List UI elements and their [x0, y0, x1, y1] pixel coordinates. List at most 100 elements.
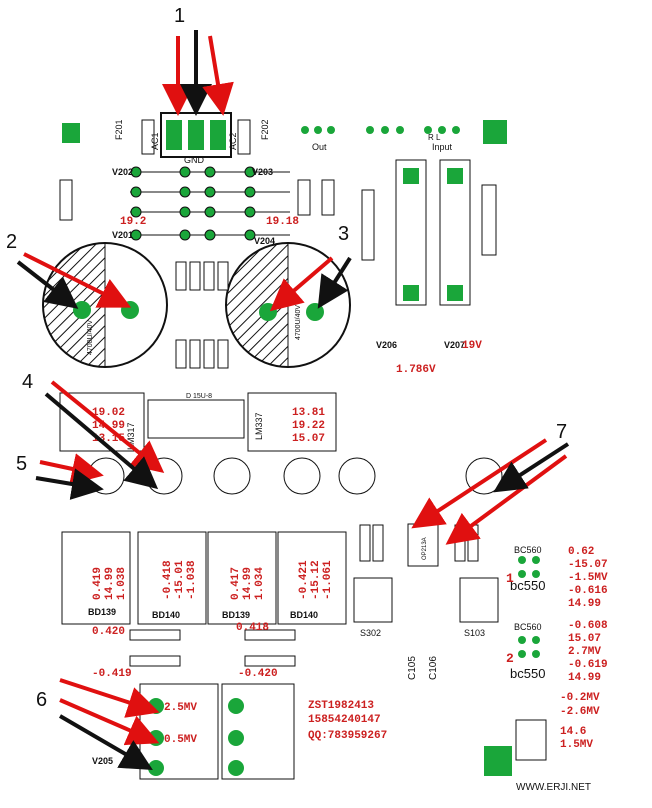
v-19v: 19V	[462, 340, 482, 352]
v-r3-4: 1.5MV	[560, 739, 593, 751]
v-lm337-3: 15.07	[292, 433, 325, 445]
label-c105: C105	[407, 656, 418, 680]
v-col3-2: 14.99	[242, 567, 254, 600]
contact-1: ZST1982413	[308, 700, 374, 712]
callout-3: 3	[338, 223, 349, 245]
v-r3-1: -0.2MV	[560, 692, 600, 704]
label-gnd: GND	[184, 155, 205, 165]
v-1786: 1.786V	[396, 364, 436, 376]
label-bc560-1: BC560	[514, 545, 542, 555]
label-opamp: OP213A	[422, 537, 428, 560]
v-0418: 0.418	[236, 622, 269, 634]
arrow-3a	[269, 256, 334, 312]
label-v204: V204	[254, 236, 275, 246]
label-ac2: AC2	[228, 132, 238, 150]
arrow-2b	[16, 260, 79, 309]
v-col4-2: -15.12	[310, 560, 322, 600]
v-group-1: 1	[506, 571, 514, 586]
v-col2-1: -0.418	[162, 560, 174, 600]
v-col4-1: -0.421	[298, 560, 310, 600]
label-bd140b: BD140	[290, 610, 318, 620]
v-col1-3: 1.038	[116, 567, 128, 600]
label-s302: S302	[360, 628, 381, 638]
arrow-3b	[317, 256, 352, 309]
arrow-5b	[35, 468, 104, 500]
v-r2-4: -0.619	[568, 659, 608, 671]
label-f201: F201	[114, 119, 124, 140]
v-05mv: 0.5MV	[164, 734, 197, 746]
label-bc550-2: bc550	[510, 666, 545, 681]
arrow-5a	[39, 453, 104, 485]
contact-2: 15854240147	[308, 714, 381, 726]
callout-numbers: 1 2 3 4 5 7 6	[6, 5, 567, 711]
v-r3-3: 14.6	[560, 726, 586, 738]
label-bd139b: BD139	[222, 610, 250, 620]
callout-4: 4	[22, 371, 33, 393]
label-f202: F202	[260, 119, 270, 140]
label-v201: V201	[112, 230, 133, 240]
label-v202: V202	[112, 167, 133, 177]
v-col1-2: 14.99	[104, 567, 116, 600]
callout-5: 5	[16, 453, 27, 475]
label-lm337: LM337	[254, 412, 264, 440]
v-col2-3: -1.038	[186, 560, 198, 600]
v-r1-1: 0.62	[568, 546, 594, 558]
film-cap-pads	[403, 168, 463, 301]
rectifier-area	[130, 166, 290, 241]
label-v207: V207	[444, 340, 465, 350]
label-bd140a: BD140	[152, 610, 180, 620]
big-cap-right	[225, 242, 351, 368]
v-25mv: 2.5MV	[164, 702, 197, 714]
arrow-6c	[58, 714, 153, 771]
v-n0420: -0.420	[238, 668, 278, 680]
callout-1: 1	[174, 5, 185, 27]
label-bc560-2: BC560	[514, 622, 542, 632]
label-input: Input	[432, 142, 453, 152]
v-col1-1: 0.419	[92, 567, 104, 600]
output-transistors	[61, 531, 347, 625]
label-bc550-1: bc550	[510, 578, 545, 593]
label-c106: C106	[428, 656, 439, 680]
v-19-2: 19.2	[120, 216, 146, 228]
v-lm337-1: 13.81	[292, 407, 325, 419]
v-r1-5: 14.99	[568, 598, 601, 610]
film-caps	[59, 159, 497, 306]
pointer-arrows	[16, 30, 570, 771]
label-lm317: LM317	[126, 422, 136, 450]
v-0420: 0.420	[92, 626, 125, 638]
label-bd139a: BD139	[88, 607, 116, 617]
arrow-7b	[445, 454, 568, 545]
v-r2-3: 2.7MV	[568, 646, 601, 658]
v-r1-4: -0.616	[568, 585, 608, 597]
label-v203: V203	[252, 167, 273, 177]
label-d15: D 15U-8	[186, 393, 212, 400]
v-n0419: -0.419	[92, 668, 132, 680]
arrow-7a	[411, 438, 548, 529]
callout-6: 6	[36, 689, 47, 711]
contact-info: ZST1982413 15854240147 QQ:783959267	[308, 700, 387, 742]
arrow-6a	[59, 678, 160, 718]
label-s103: S103	[464, 628, 485, 638]
v-col2-2: -15.01	[174, 560, 186, 600]
arrow-4b	[44, 392, 159, 490]
out-connector	[301, 126, 460, 134]
contact-3: QQ:783959267	[308, 730, 387, 742]
v-lm337-2: 19.22	[292, 420, 325, 432]
label-ac1: AC1	[150, 132, 160, 150]
mount-pads	[62, 120, 512, 776]
callout-2: 2	[6, 231, 17, 253]
v-r1-3: -1.5MV	[568, 572, 608, 584]
arrow-4a	[50, 380, 165, 474]
resistor-bank	[175, 261, 229, 369]
arrow-7c	[493, 442, 570, 493]
v-r2-1: -0.608	[568, 620, 608, 632]
bottom-resistors	[129, 629, 296, 667]
label-v205: V205	[92, 756, 113, 766]
v-col3-1: 0.417	[230, 567, 242, 600]
label-v206: V206	[376, 340, 397, 350]
label-cap-right: 4700U/40V	[295, 305, 302, 340]
label-site: WWW.ERJI.NET	[516, 782, 591, 793]
v-r1-2: -15.07	[568, 559, 608, 571]
